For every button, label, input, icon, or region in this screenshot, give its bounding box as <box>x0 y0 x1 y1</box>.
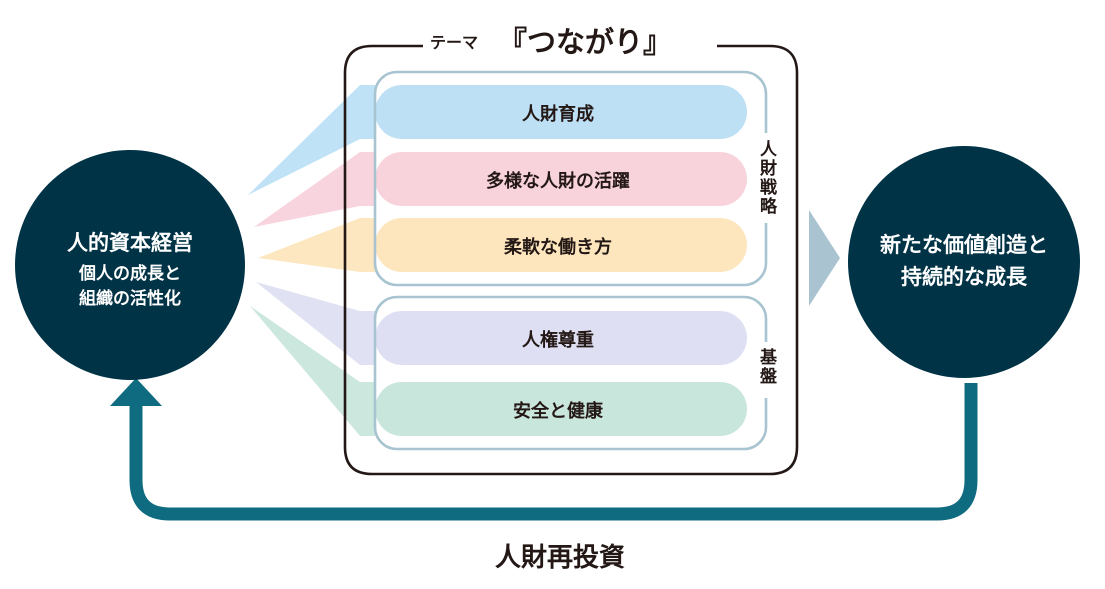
bar-safety-health <box>375 382 747 436</box>
bar-label-4: 人権尊重 <box>522 329 594 351</box>
bar-label-2: 多様な人財の活躍 <box>486 170 630 192</box>
left-circle-line1: 個人の成長と <box>78 263 181 284</box>
right-circle-line2: 持続的な成長 <box>901 265 1028 289</box>
group-foundation-label: 基盤 <box>756 347 778 386</box>
reinvestment-loop-arrow <box>129 383 978 521</box>
foundation-label-bg <box>752 342 780 398</box>
arrow-up-icon <box>110 378 162 406</box>
bar-label-5: 安全と健康 <box>513 400 604 422</box>
right-circle <box>848 146 1080 378</box>
group-strategy-label: 人財戦略 <box>756 140 778 216</box>
right-circle-line1: 新たな価値創造と <box>880 233 1048 257</box>
theme-frame <box>343 44 799 476</box>
strategy-label-bg <box>752 133 780 223</box>
bar-flexible-work <box>375 218 747 272</box>
theme-prefix: テーマ <box>430 33 478 52</box>
left-circle-line2: 組織の活性化 <box>79 288 181 309</box>
bar-label-1: 人財育成 <box>522 103 594 125</box>
ray-3 <box>258 218 375 272</box>
bar-talent-development <box>375 85 747 139</box>
bar-diverse-talent <box>375 152 747 206</box>
bar-human-rights <box>375 311 747 365</box>
left-circle <box>15 150 245 380</box>
theme-title: 『つながり』 <box>498 25 672 59</box>
ray-1 <box>248 85 375 195</box>
ray-2 <box>254 152 375 227</box>
left-circle-title: 人的資本経営 <box>67 231 193 255</box>
reinvestment-label: 人財再投資 <box>495 543 625 573</box>
bar-label-3: 柔軟な働き方 <box>504 236 612 258</box>
chevron-right-icon <box>809 210 840 306</box>
